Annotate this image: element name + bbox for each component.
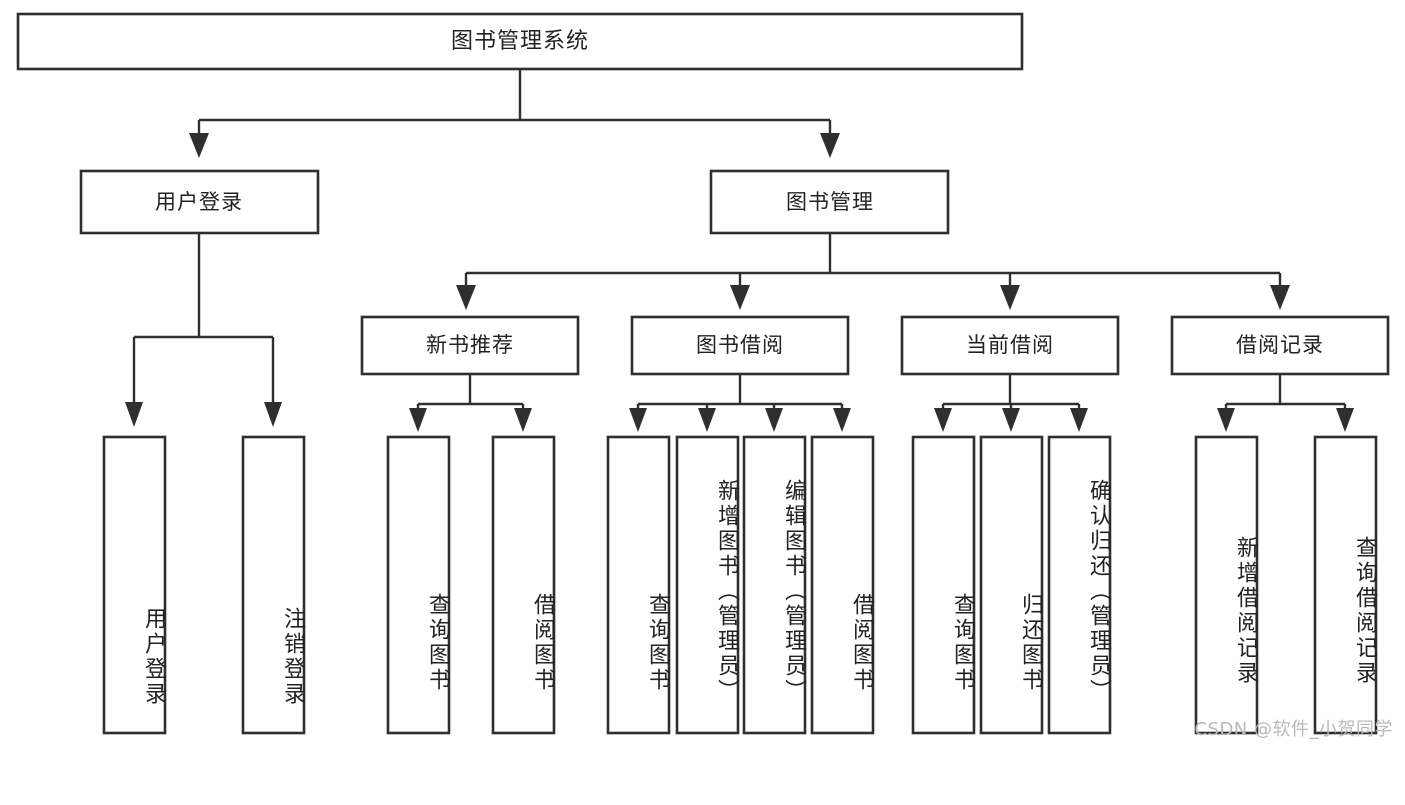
arrowhead-user-login bbox=[189, 133, 209, 158]
arrowhead-current-borrow bbox=[1000, 285, 1020, 310]
arrowhead-leaf-current-borrow-0 bbox=[934, 408, 952, 432]
leaf-box-new-book-rec-1[interactable] bbox=[491, 435, 556, 735]
edges-root-to-level2 bbox=[189, 69, 840, 158]
node-new-book-rec-label: 新书推荐 bbox=[426, 333, 514, 357]
edges-user-login-to-leaves bbox=[125, 233, 282, 427]
node-book-manage[interactable]: 图书管理 bbox=[709, 169, 950, 235]
leaf-box-book-borrow-3[interactable] bbox=[810, 435, 875, 735]
leaf-box-user-login-1[interactable] bbox=[241, 435, 306, 735]
edges-book-manage-to-level3 bbox=[456, 233, 1290, 310]
tree-diagram-canvas: 图书管理系统 用户登录 图书管理 新书推荐 图书借阅 当前借阅 借阅记录 bbox=[16, 12, 1390, 735]
arrowhead-leaf-new-book-rec-0 bbox=[409, 408, 427, 432]
arrowhead-new-book-rec bbox=[456, 285, 476, 310]
node-book-manage-label: 图书管理 bbox=[786, 190, 874, 214]
node-current-borrow[interactable]: 当前借阅 bbox=[900, 315, 1120, 376]
arrowhead-leaf-new-book-rec-1 bbox=[514, 408, 532, 432]
node-borrow-record-label: 借阅记录 bbox=[1236, 333, 1324, 357]
arrowhead-leaf-book-borrow-0 bbox=[629, 408, 647, 432]
arrowhead-borrow-record bbox=[1270, 285, 1290, 310]
leaf-box-new-book-rec-0[interactable] bbox=[386, 435, 451, 735]
node-user-login-box[interactable] bbox=[79, 169, 320, 235]
node-borrow-record[interactable]: 借阅记录 bbox=[1170, 315, 1390, 376]
node-book-manage-box[interactable] bbox=[709, 169, 950, 235]
node-current-borrow-box[interactable] bbox=[900, 315, 1120, 376]
leaf-box-borrow-record-1[interactable] bbox=[1313, 435, 1378, 735]
watermark-text: CSDN @软件_小贺同学 bbox=[1194, 719, 1393, 740]
arrowhead-book-borrow bbox=[730, 285, 750, 310]
leaf-box-current-borrow-1[interactable] bbox=[979, 435, 1044, 735]
node-current-borrow-label: 当前借阅 bbox=[966, 333, 1054, 357]
leaf-boxes-book-borrow bbox=[606, 435, 875, 735]
leaf-box-current-borrow-0[interactable] bbox=[911, 435, 976, 735]
arrowhead-leaf-borrow-record-1 bbox=[1336, 408, 1354, 432]
leaf-box-user-login-0[interactable] bbox=[102, 435, 167, 735]
node-user-login-label: 用户登录 bbox=[155, 190, 243, 214]
leaf-box-current-borrow-2[interactable] bbox=[1047, 435, 1112, 735]
arrowhead-book-manage bbox=[820, 133, 840, 158]
node-book-borrow[interactable]: 图书借阅 bbox=[630, 315, 850, 376]
node-book-borrow-label: 图书借阅 bbox=[696, 333, 784, 357]
leaf-boxes-current-borrow bbox=[911, 435, 1112, 735]
node-new-book-rec[interactable]: 新书推荐 bbox=[360, 315, 580, 376]
arrowhead-leaf-current-borrow-2 bbox=[1070, 408, 1088, 432]
edges-new-book-rec-to-leaves bbox=[409, 374, 532, 432]
arrowhead-leaf-borrow-record-0 bbox=[1217, 408, 1235, 432]
node-root[interactable]: 图书管理系统 bbox=[16, 12, 1024, 71]
leaf-boxes-new-book-rec bbox=[386, 435, 556, 735]
leaf-box-book-borrow-2[interactable] bbox=[742, 435, 807, 735]
node-root-box[interactable] bbox=[16, 12, 1024, 71]
leaf-box-book-borrow-1[interactable] bbox=[675, 435, 740, 735]
node-user-login[interactable]: 用户登录 bbox=[79, 169, 320, 235]
arrowhead-leaf-book-borrow-2 bbox=[765, 408, 783, 432]
arrowhead-leaf-current-borrow-1 bbox=[1002, 408, 1020, 432]
node-new-book-rec-box[interactable] bbox=[360, 315, 580, 376]
leaf-boxes-borrow-record bbox=[1194, 435, 1378, 735]
edges-book-borrow-to-leaves bbox=[629, 374, 851, 432]
arrowhead-leaf-user-login-1 bbox=[264, 402, 282, 427]
leaf-boxes-user-login bbox=[102, 435, 306, 735]
diagram-root: 图书管理系统 用户登录 图书管理 新书推荐 图书借阅 当前借阅 借阅记录 bbox=[16, 12, 1393, 740]
node-borrow-record-box[interactable] bbox=[1170, 315, 1390, 376]
arrowhead-leaf-book-borrow-1 bbox=[698, 408, 716, 432]
edges-current-borrow-to-leaves bbox=[934, 374, 1088, 432]
leaf-box-borrow-record-0[interactable] bbox=[1194, 435, 1259, 735]
arrowhead-leaf-book-borrow-3 bbox=[833, 408, 851, 432]
node-root-label: 图书管理系统 bbox=[451, 29, 589, 54]
arrowhead-leaf-user-login-0 bbox=[125, 402, 143, 427]
edges-borrow-record-to-leaves bbox=[1217, 374, 1354, 432]
leaf-box-book-borrow-0[interactable] bbox=[606, 435, 671, 735]
node-book-borrow-box[interactable] bbox=[630, 315, 850, 376]
